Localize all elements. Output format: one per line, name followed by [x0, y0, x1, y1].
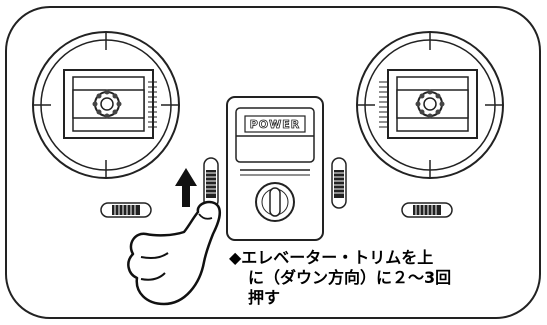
power-label-plate [244, 115, 306, 133]
power-switch [255, 182, 295, 222]
right-horizontal-trim [401, 202, 453, 218]
up-arrow-icon [175, 168, 197, 207]
hand-pointer-icon [127, 200, 222, 306]
throttle-trim [331, 157, 347, 209]
caption-line: 押す [248, 288, 281, 307]
power-label: POWER [250, 118, 301, 131]
caption-line: に（ダウン方向）に２～3回 [248, 268, 452, 287]
left-horizontal-trim [100, 202, 152, 218]
left-stick-knob [92, 89, 122, 119]
instruction-caption: ◆エレベーター・トリムを上 に（ダウン方向）に２～3回 押す [229, 248, 479, 308]
caption-line: ◆エレベーター・トリムを上 [229, 248, 434, 267]
elevator-trim [203, 157, 219, 209]
right-stick-knob [415, 89, 445, 119]
